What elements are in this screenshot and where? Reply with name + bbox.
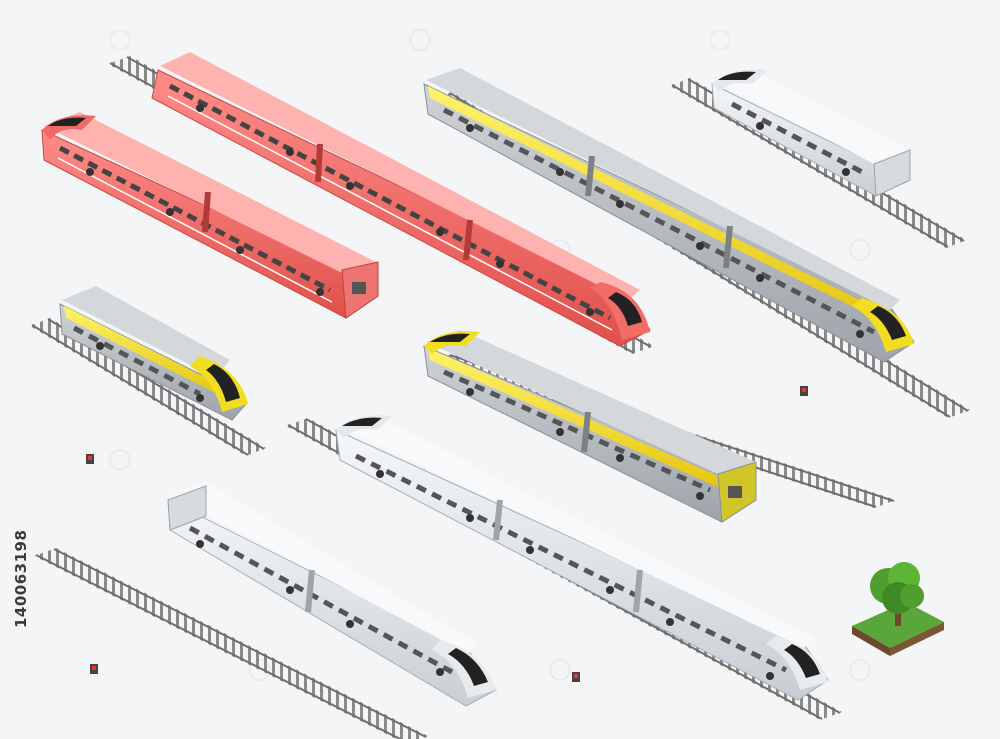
white-train-middle [335,414,829,701]
track-bottom-left [34,548,428,739]
white-train-top [711,68,911,197]
stock-id-text: 140063198 [12,529,30,628]
red-train-front [41,112,379,319]
white-train-bottom [167,482,497,707]
yellow-train-middle [423,330,757,523]
signal-box [86,386,808,682]
yellow-train-top [423,68,915,363]
red-train-back [151,52,651,347]
yellow-train-small [59,286,248,421]
tree-tile [852,562,944,656]
